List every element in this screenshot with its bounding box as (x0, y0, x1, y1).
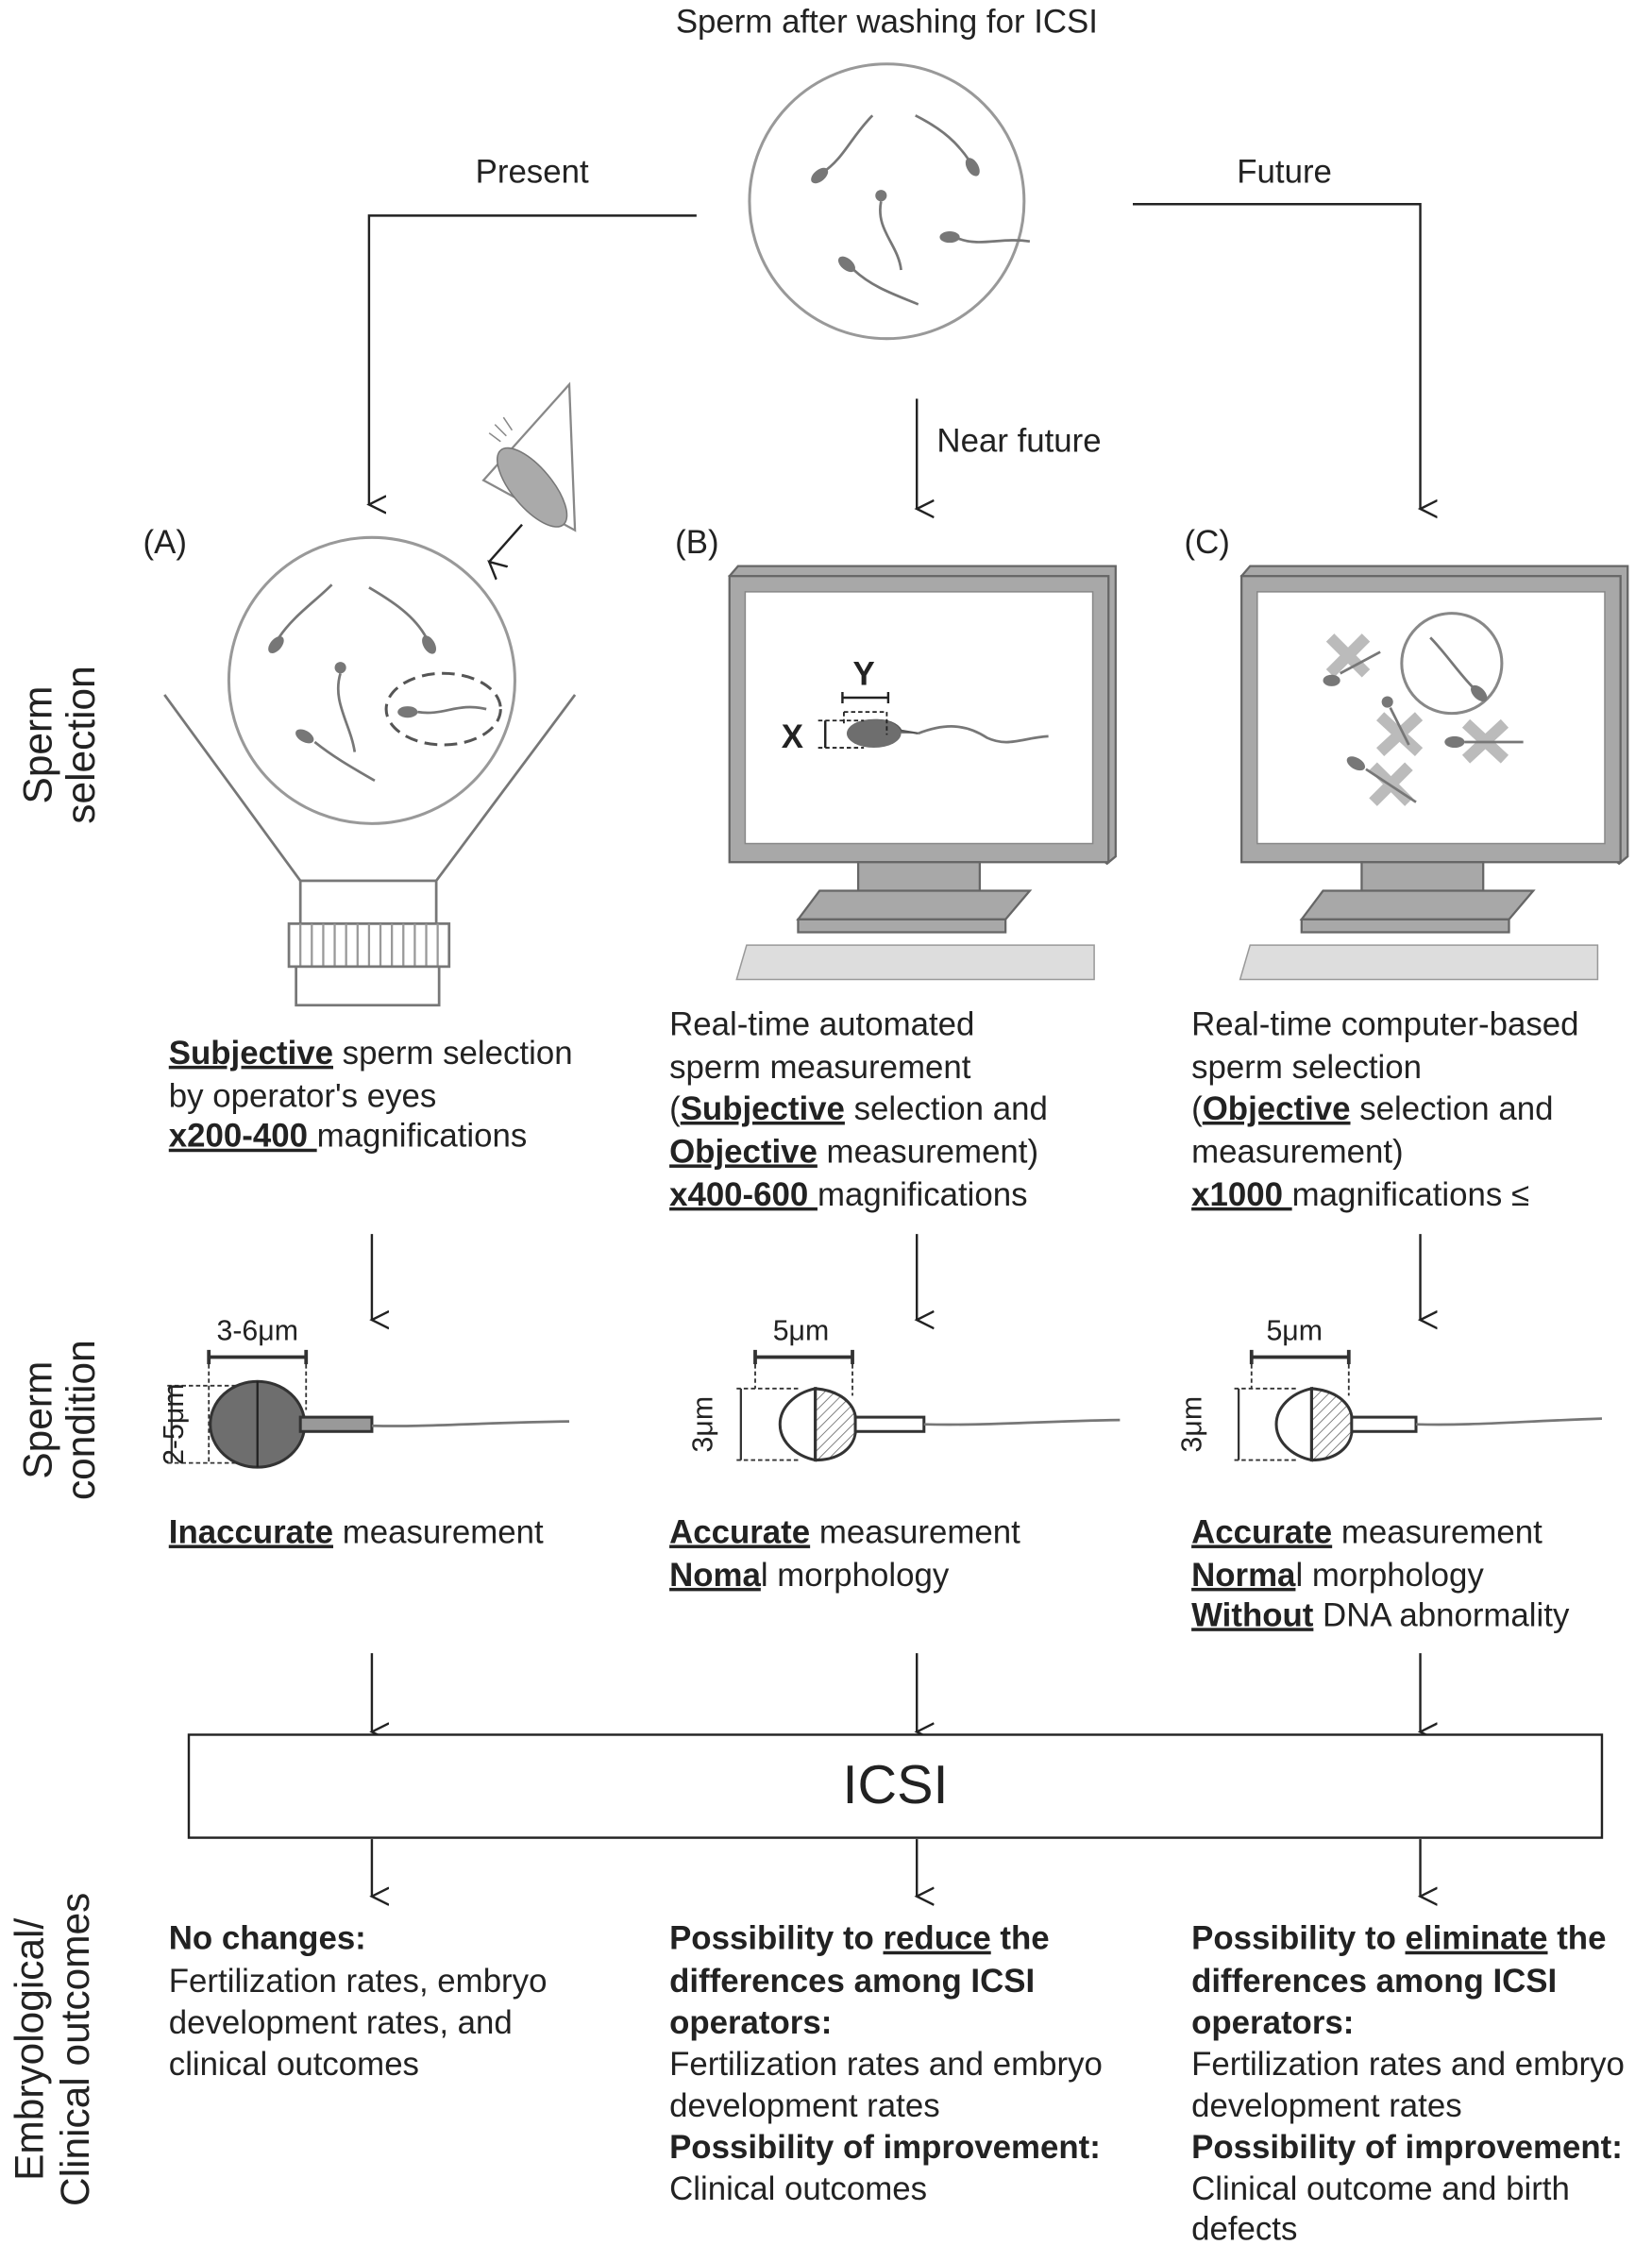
svg-text:Possibility of improvement:: Possibility of improvement: (669, 2129, 1101, 2166)
svg-text:sperm selection: sperm selection (1191, 1049, 1422, 1086)
svg-text:2-5μm: 2-5μm (159, 1383, 190, 1464)
washed-sperm-dish (748, 62, 1031, 341)
row-label-outcomes: Embryological/Clinical outcomes (7, 1893, 96, 2206)
svg-text:measurement): measurement) (1191, 1133, 1404, 1170)
svg-text:development rates: development rates (1191, 2087, 1462, 2124)
svg-text:Clinical outcomes: Clinical outcomes (669, 2170, 927, 2207)
svg-text:5μm: 5μm (773, 1315, 830, 1346)
svg-text:Accurate measurement: Accurate measurement (1191, 1513, 1542, 1550)
monitor-computer-selection (1239, 565, 1629, 981)
microscope-illustration (163, 535, 577, 1007)
svg-text:Clinical outcome and birth: Clinical outcome and birth (1191, 2170, 1570, 2207)
monitor-automated-measurement: Y X (728, 565, 1117, 981)
sperm-head-inaccurate: 3-6μm 2-5μm (159, 1315, 570, 1469)
svg-text:Real-time computer-based: Real-time computer-based (1191, 1006, 1578, 1043)
svg-text:clinical outcomes: clinical outcomes (169, 2046, 419, 2083)
svg-text:Possibility of improvement:: Possibility of improvement: (1191, 2129, 1623, 2166)
svg-text:Possibility to reduce the: Possibility to reduce the (669, 1920, 1050, 1957)
sperm-head-normal-c: 5μm 3μm (1177, 1315, 1603, 1462)
selection-text-c: Real-time computer-based sperm selection… (1191, 1006, 1578, 1213)
svg-text:Nomal morphology: Nomal morphology (669, 1557, 950, 1594)
arrow-present (369, 214, 697, 504)
panel-label-a: (A) (143, 524, 187, 561)
svg-text:operators:: operators: (669, 2004, 832, 2041)
sperm-head-normal-b: 5μm 3μm (688, 1315, 1121, 1462)
condition-text-c: Accurate measurement Normal morphology W… (1191, 1513, 1570, 1633)
label-x: X (782, 718, 803, 755)
svg-text:Fertilization rates, embryo: Fertilization rates, embryo (169, 1963, 548, 2000)
svg-text:sperm measurement: sperm measurement (669, 1049, 971, 1086)
svg-text:5μm: 5μm (1266, 1315, 1323, 1346)
svg-text:Fertilization rates and embry: Fertilization rates and embryo (669, 2046, 1103, 2083)
svg-text:(Objective selection and: (Objective selection and (1191, 1090, 1553, 1127)
label-present: Present (476, 154, 589, 191)
svg-text:Fertilization rates and embryo: Fertilization rates and embryo (1191, 2046, 1625, 2083)
svg-text:Real-time automated: Real-time automated (669, 1006, 974, 1043)
selected-sperm-dashed-circle (384, 671, 502, 747)
svg-text:Possibility to eliminate the: Possibility to eliminate the (1191, 1920, 1606, 1957)
svg-text:x400-600 magnifications: x400-600 magnifications (669, 1176, 1027, 1213)
outcome-text-a: No changes: Fertilization rates, embryo … (169, 1920, 548, 2083)
svg-text:operators:: operators: (1191, 2004, 1354, 2041)
svg-text:x1000 magnifications ≤: x1000 magnifications ≤ (1191, 1176, 1529, 1213)
panel-label-c: (C) (1185, 524, 1230, 561)
outcome-text-b: Possibility to reduce the differences am… (669, 1920, 1103, 2207)
svg-text:development rates: development rates (669, 2087, 940, 2124)
condition-text-a: Inaccurate measurement (169, 1513, 544, 1550)
selection-text-a: Subjective sperm selection by operator's… (169, 1035, 573, 1155)
condition-text-b: Accurate measurement Nomal morphology (669, 1513, 1020, 1593)
svg-text:No changes:: No changes: (169, 1920, 366, 1957)
svg-text:by operator's eyes: by operator's eyes (169, 1077, 436, 1114)
svg-text:3μm: 3μm (688, 1396, 719, 1453)
operator-eye-icon (481, 381, 577, 562)
panel-label-b: (B) (675, 524, 718, 561)
svg-text:Normal morphology: Normal morphology (1191, 1557, 1484, 1594)
label-y: Y (853, 655, 875, 692)
svg-text:Accurate measurement: Accurate measurement (669, 1513, 1020, 1550)
svg-text:3μm: 3μm (1177, 1396, 1208, 1453)
icsi-box (187, 1733, 1604, 1839)
arrow-future (1133, 203, 1421, 509)
icsi-label: ICSI (843, 1755, 949, 1815)
svg-text:defects: defects (1191, 2210, 1297, 2245)
svg-text:3-6μm: 3-6μm (216, 1315, 297, 1346)
svg-text:(Subjective selection and: (Subjective selection and (669, 1090, 1048, 1127)
row-label-sperm-condition: Spermcondition (16, 1340, 103, 1500)
svg-text:Subjective sperm selection: Subjective sperm selection (169, 1035, 573, 1072)
row-label-sperm-selection: Spermselection (16, 666, 103, 823)
svg-text:Inaccurate measurement: Inaccurate measurement (169, 1513, 544, 1550)
svg-text:Objective measurement): Objective measurement) (669, 1133, 1038, 1170)
svg-text:differences among ICSI: differences among ICSI (669, 1963, 1035, 2000)
outcome-text-c: Possibility to eliminate the differences… (1191, 1920, 1625, 2245)
label-future: Future (1237, 154, 1332, 191)
svg-text:differences among ICSI: differences among ICSI (1191, 1963, 1557, 2000)
label-near-future: Near future (936, 422, 1101, 459)
selection-text-b: Real-time automated sperm measurement (S… (669, 1006, 1048, 1213)
svg-text:development rates, and: development rates, and (169, 2004, 513, 2041)
diagram-title: Sperm after washing for ICSI (676, 3, 1098, 40)
svg-text:x200-400 magnifications: x200-400 magnifications (169, 1118, 527, 1155)
svg-text:Without DNA abnormality: Without DNA abnormality (1191, 1596, 1570, 1633)
